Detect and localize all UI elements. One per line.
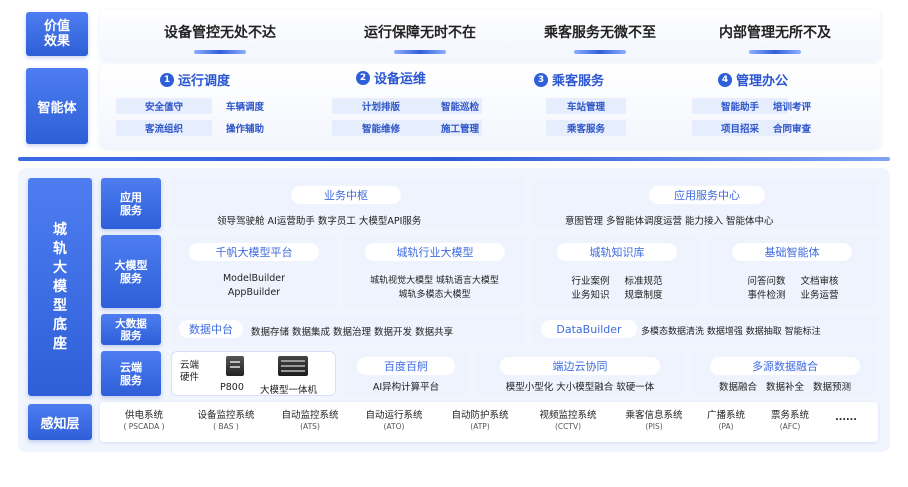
agent-tag[interactable]: 合同审查 (772, 124, 811, 135)
base-label: 城轨大模型底座 (28, 178, 92, 396)
model-item: ModelBuilder (222, 273, 286, 284)
agent-tag[interactable]: 智能维修 (332, 120, 482, 136)
model-box-3: 城轨知识库 行业案例 标准规范 业务知识 规章制度 (533, 235, 701, 308)
perception-more: ...... (835, 412, 857, 423)
model-service-label: 大模型服务 (101, 235, 161, 308)
agent-tag[interactable]: 计划排版 (332, 98, 482, 114)
industry-model-pill[interactable]: 城轨行业大模型 (365, 243, 505, 261)
value-underline (574, 50, 626, 54)
agent-tag[interactable]: 项目招采 (692, 120, 788, 136)
app-service-center-pill[interactable]: 应用服务中心 (649, 186, 765, 204)
section-number: 3 (534, 72, 548, 87)
perception-system: 自动运行系统(ATO) (365, 410, 423, 431)
agent-tag[interactable]: 操作辅助 (225, 124, 264, 135)
multi-source-pill[interactable]: 多源数据融合 (710, 357, 860, 375)
app-right-items: 意图管理 多智能体调度运营 能力接入 智能体中心 (565, 216, 774, 227)
model-box-1: 千帆大模型平台 ModelBuilder AppBuilder (171, 235, 337, 308)
perception-system: 票务系统(AFC) (770, 410, 809, 431)
cloud-item: AI异构计算平台 (372, 382, 440, 393)
server-rack-icon (278, 356, 308, 376)
value-effect-panel: 设备管控无处不达 运行保障无时不在 乘客服务无微不至 内部管理无所不及 (100, 10, 880, 60)
model-box-4: 基础智能体 问答问数 文档审核 事件检测 业务运营 (708, 235, 878, 308)
data-service-label: 大数据服务 (101, 314, 161, 345)
hardware-p800: P800 (220, 382, 244, 393)
cloud-box-1: 百度百舸 AI异构计算平台 (343, 351, 469, 396)
section-divider (18, 157, 890, 161)
cloud-hardware-box: 云端硬件 P800 大模型一体机 (171, 351, 336, 396)
value-underline (749, 50, 801, 54)
section-number: 4 (718, 72, 732, 87)
perception-panel: 供电系统( PSCADA ) 设备监控系统( BAS ) 自动监控系统(ATS)… (100, 402, 878, 442)
server-icon (226, 356, 244, 376)
perception-label: 感知层 (28, 404, 92, 440)
perception-system: 设备监控系统( BAS ) (197, 410, 255, 431)
agent-tag[interactable]: 智能助手 (692, 98, 788, 114)
value-item-2: 运行保障无时不在 (364, 25, 476, 41)
cloud-service-label: 云端服务 (101, 351, 161, 396)
agent-tag[interactable]: 施工管理 (440, 124, 479, 135)
agent-tag[interactable]: 车站管理 (546, 98, 626, 114)
model-item: 问答问数 文档审核 (747, 276, 839, 287)
databuilder-pill[interactable]: DataBuilder (541, 320, 637, 338)
section-number: 1 (160, 72, 174, 87)
model-box-2: 城轨行业大模型 城轨视觉大模型 城轨语言大模型 城轨多模态大模型 (343, 235, 526, 308)
value-item-4: 内部管理无所不及 (719, 25, 831, 41)
value-underline (394, 50, 446, 54)
value-item-1: 设备管控无处不达 (164, 25, 276, 41)
base-agent-pill[interactable]: 基础智能体 (732, 243, 852, 261)
agent-tag[interactable]: 客流组织 (116, 120, 212, 136)
knowledge-base-pill[interactable]: 城轨知识库 (557, 243, 677, 261)
agent-label: 智能体 (26, 68, 88, 144)
app-left-box: 业务中枢 领导驾驶舱 AI运营助手 数字员工 大模型API服务 (171, 178, 525, 229)
data-right-items: 多模态数据清洗 数据增强 数据抽取 智能标注 (641, 327, 821, 337)
cloud-item: 数据融合 数据补全 数据预测 (718, 382, 852, 393)
value-underline (194, 50, 246, 54)
app-left-items: 领导驾驶舱 AI运营助手 数字员工 大模型API服务 (217, 216, 422, 227)
data-right-box: DataBuilder 多模态数据清洗 数据增强 数据抽取 智能标注 (533, 314, 878, 345)
hardware-all-in-one: 大模型一体机 (260, 385, 318, 396)
model-item: 业务知识 规章制度 (571, 290, 663, 301)
edge-cloud-pill[interactable]: 端边云协同 (500, 357, 660, 375)
cloud-item: 模型小型化 大小模型融合 软硬一体 (505, 382, 655, 393)
data-left-items: 数据存储 数据集成 数据治理 数据开发 数据共享 (251, 327, 454, 338)
baidu-baige-pill[interactable]: 百度百舸 (357, 357, 455, 375)
model-item: 城轨多模态大模型 (398, 290, 471, 300)
agent-tag[interactable]: 乘客服务 (546, 120, 626, 136)
model-item: 行业案例 标准规范 (571, 276, 663, 287)
agent-tag[interactable]: 培训考评 (772, 102, 811, 113)
value-effect-label: 价值效果 (26, 12, 88, 56)
perception-system: 自动防护系统(ATP) (451, 410, 509, 431)
perception-system: 自动监控系统(ATS) (281, 410, 339, 431)
perception-system: 供电系统( PSCADA ) (123, 410, 165, 431)
perception-system: 乘客信息系统(PIS) (625, 410, 683, 431)
cloud-hardware-label: 云端硬件 (180, 360, 200, 383)
app-right-box: 应用服务中心 意图管理 多智能体调度运营 能力接入 智能体中心 (533, 178, 878, 229)
agent-tag[interactable]: 智能巡检 (440, 102, 479, 113)
app-service-label: 应用服务 (101, 178, 161, 229)
value-item-3: 乘客服务无微不至 (544, 25, 656, 41)
section-number: 2 (356, 70, 370, 85)
model-item: 事件检测 业务运营 (747, 290, 839, 301)
cloud-box-3: 多源数据融合 数据融合 数据补全 数据预测 (692, 351, 878, 396)
agent-tag[interactable]: 安全值守 (116, 98, 212, 114)
perception-system: 视频监控系统(CCTV) (539, 410, 597, 431)
cloud-box-2: 端边云协同 模型小型化 大小模型融合 软硬一体 (476, 351, 684, 396)
qianfan-pill[interactable]: 千帆大模型平台 (189, 243, 319, 261)
model-item: 城轨视觉大模型 城轨语言大模型 (370, 276, 499, 286)
model-item: AppBuilder (227, 287, 281, 298)
data-left-box: 数据中台 数据存储 数据集成 数据治理 数据开发 数据共享 (171, 314, 525, 345)
data-platform-pill[interactable]: 数据中台 (179, 320, 243, 338)
perception-system: 广播系统(PA) (706, 410, 745, 431)
agent-tag[interactable]: 车辆调度 (225, 102, 264, 113)
business-hub-pill[interactable]: 业务中枢 (291, 186, 401, 204)
